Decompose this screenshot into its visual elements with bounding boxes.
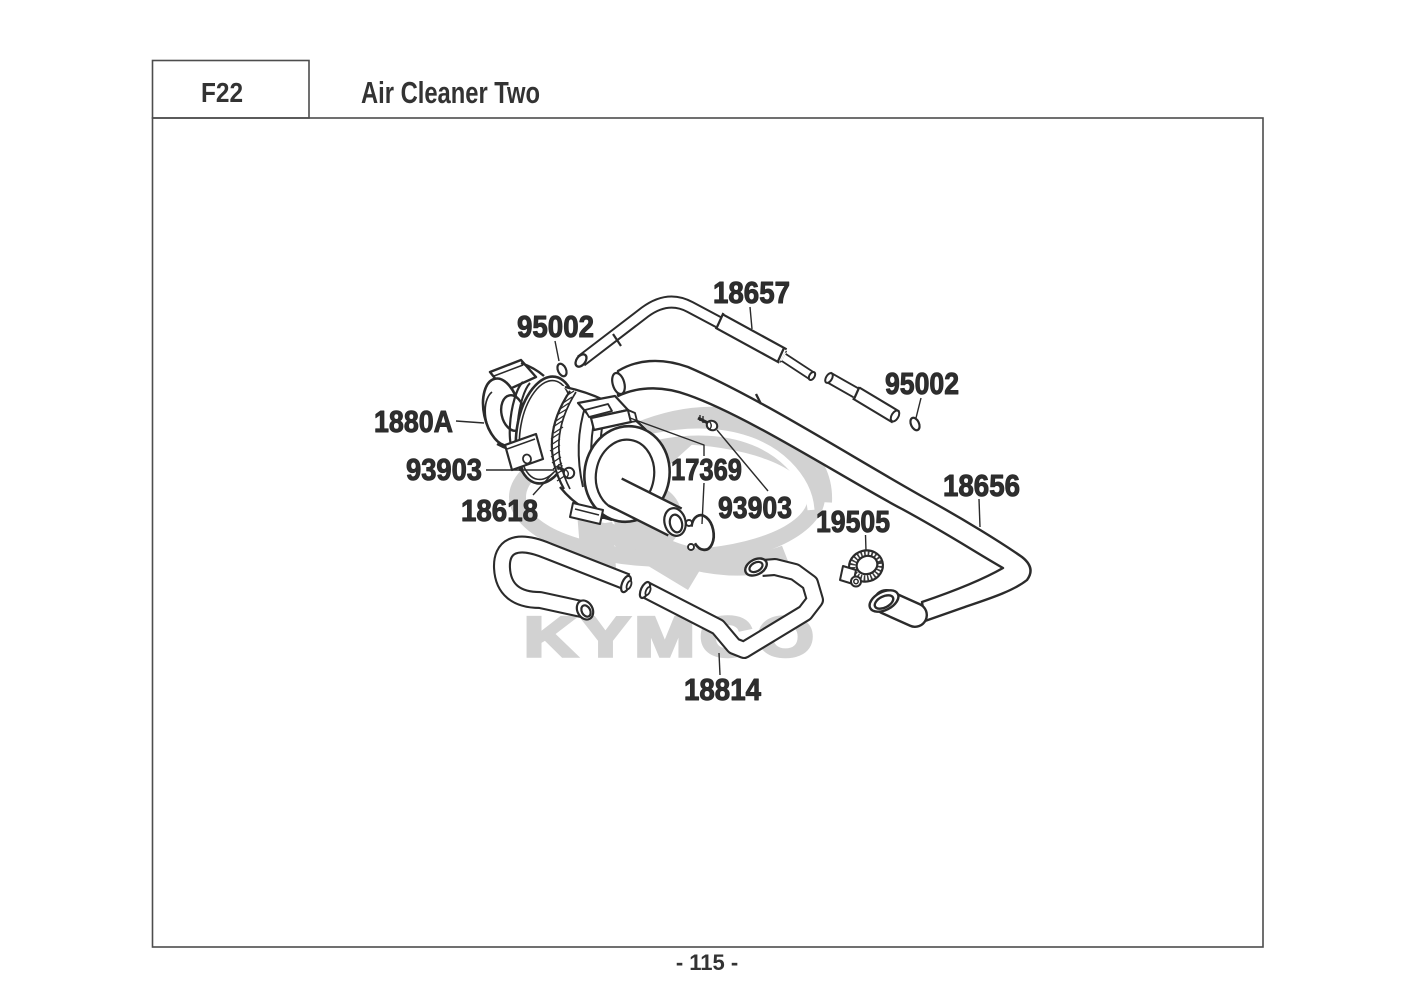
svg-text:93903: 93903	[718, 490, 792, 525]
svg-text:19505: 19505	[816, 504, 890, 539]
svg-text:18656: 18656	[943, 468, 1020, 503]
svg-text:- 115 -: - 115 -	[676, 950, 738, 975]
svg-text:93903: 93903	[406, 452, 482, 487]
svg-text:18814: 18814	[684, 672, 762, 707]
svg-text:17369: 17369	[671, 452, 742, 487]
svg-text:95002: 95002	[885, 366, 959, 401]
svg-text:Air Cleaner Two: Air Cleaner Two	[361, 75, 540, 110]
svg-text:18618: 18618	[461, 493, 538, 528]
svg-text:95002: 95002	[517, 309, 594, 344]
svg-text:1880A: 1880A	[374, 404, 453, 439]
svg-text:F22: F22	[201, 77, 243, 108]
svg-text:18657: 18657	[713, 275, 790, 310]
